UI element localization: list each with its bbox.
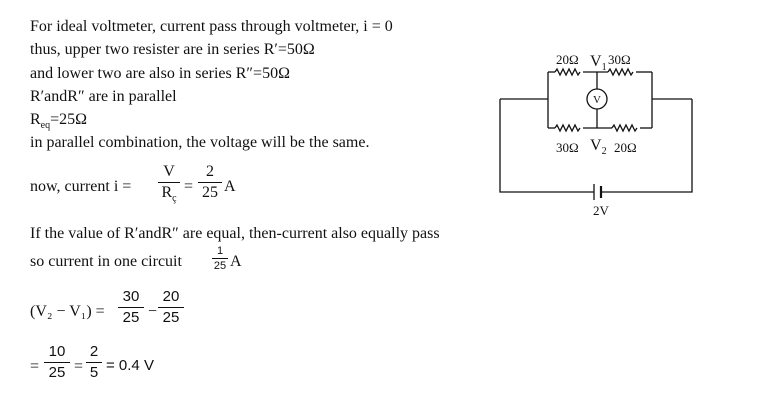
line-upper-series: thus, upper two resister are in series R… bbox=[30, 40, 315, 60]
fraction-bar bbox=[158, 182, 180, 183]
top-resistor-left bbox=[554, 67, 581, 77]
label-r-bot-right: 20Ω bbox=[614, 140, 637, 155]
fraction-r-den: Rç bbox=[158, 184, 180, 208]
fraction-25-den: 25 bbox=[122, 309, 140, 326]
r-symbol: R bbox=[161, 184, 173, 201]
vdiff-lhs: (V₂ − V₁) = bbox=[30, 303, 105, 320]
fraction-2-over-5: 2 5 bbox=[86, 343, 102, 382]
v1-subscript: 1 bbox=[602, 62, 607, 73]
fraction-2-over-25: 2 25 bbox=[198, 163, 222, 202]
req-subscript: eq bbox=[40, 120, 51, 132]
line-req: Req=25Ω bbox=[30, 110, 87, 136]
line-upper-series-text: thus, upper two resister are in series R… bbox=[30, 41, 315, 58]
fraction-30-over-25: 30 25 bbox=[118, 288, 144, 327]
one-circuit-text: so current in one circuit bbox=[30, 253, 182, 270]
vdiff-minus: − bbox=[148, 303, 158, 320]
fraction-2-num: 2 bbox=[89, 343, 99, 360]
r-subscript: ç bbox=[172, 193, 177, 205]
v1-symbol: V bbox=[590, 53, 602, 70]
fraction-v-num: V bbox=[163, 163, 175, 180]
outer-left-wire bbox=[499, 99, 590, 193]
req-symbol: R bbox=[30, 111, 41, 128]
fraction-v-over-r: V Rç bbox=[158, 163, 180, 208]
fraction-bar bbox=[118, 307, 144, 308]
fraction-2-num: 2 bbox=[206, 163, 214, 180]
line-ideal-voltmeter: For ideal voltmeter, current pass throug… bbox=[30, 17, 393, 37]
v2-subscript: 2 bbox=[602, 146, 607, 157]
line-same-voltage-text: in parallel combination, the voltage wil… bbox=[30, 134, 370, 151]
label-r-top-left: 20Ω bbox=[556, 52, 579, 67]
fraction-10-over-25: 10 25 bbox=[44, 343, 70, 382]
current-eq-prefix: now, current i = bbox=[30, 178, 132, 195]
fraction-bar bbox=[44, 362, 70, 363]
line-parallel: R′andR″ are in parallel bbox=[30, 87, 177, 107]
fraction-bar bbox=[158, 307, 184, 308]
outer-right-wire bbox=[608, 99, 693, 193]
top-resistor-right bbox=[607, 67, 634, 77]
fraction-25-den: 25 bbox=[202, 184, 218, 201]
label-battery: 2V bbox=[593, 203, 610, 218]
req-value: =25Ω bbox=[50, 111, 88, 128]
result-final: = 0.4 V bbox=[106, 357, 154, 374]
label-v2: V2 bbox=[590, 137, 607, 157]
current-eq-unit: A bbox=[224, 178, 236, 195]
line-same-voltage: in parallel combination, the voltage wil… bbox=[30, 133, 369, 153]
line-parallel-text: R′andR″ are in parallel bbox=[30, 88, 177, 105]
fraction-20-over-25: 20 25 bbox=[158, 288, 184, 327]
bot-resistor-right bbox=[611, 123, 638, 133]
fraction-bar bbox=[198, 182, 222, 183]
line-lower-series: and lower two are also in series R″=50Ω bbox=[30, 64, 290, 84]
fraction-30-num: 30 bbox=[122, 288, 140, 305]
line-lower-series-text: and lower two are also in series R″=50Ω bbox=[30, 65, 290, 82]
fraction-25-den: 25 bbox=[48, 364, 66, 381]
one-circuit-unit: A bbox=[230, 253, 242, 270]
result-eq2: = bbox=[74, 358, 84, 375]
current-eq-equals: = bbox=[184, 178, 194, 195]
fraction-10-num: 10 bbox=[48, 343, 66, 360]
fraction-25-den-small: 25 bbox=[213, 260, 227, 272]
result-eq1: = bbox=[30, 358, 40, 375]
line-equal-pass: If the value of R′andR″ are equal, then-… bbox=[30, 225, 440, 242]
bot-resistor-left bbox=[554, 123, 581, 133]
label-r-top-right: 30Ω bbox=[608, 52, 631, 67]
label-v1: V1 bbox=[590, 53, 607, 73]
voltmeter-icon bbox=[586, 88, 608, 110]
label-voltmeter: V bbox=[593, 94, 601, 106]
fraction-5-den: 5 bbox=[89, 364, 99, 381]
fraction-1-num: 1 bbox=[216, 245, 224, 257]
fraction-20-num: 20 bbox=[162, 288, 180, 305]
fraction-bar bbox=[86, 362, 102, 363]
fraction-bar bbox=[212, 258, 228, 259]
v2-symbol: V bbox=[590, 137, 602, 154]
fraction-1-over-25: 1 25 bbox=[212, 245, 228, 272]
line-ideal-voltmeter-text: For ideal voltmeter, current pass throug… bbox=[30, 18, 393, 35]
label-r-bot-left: 30Ω bbox=[556, 140, 579, 155]
fraction-25-den: 25 bbox=[162, 309, 180, 326]
